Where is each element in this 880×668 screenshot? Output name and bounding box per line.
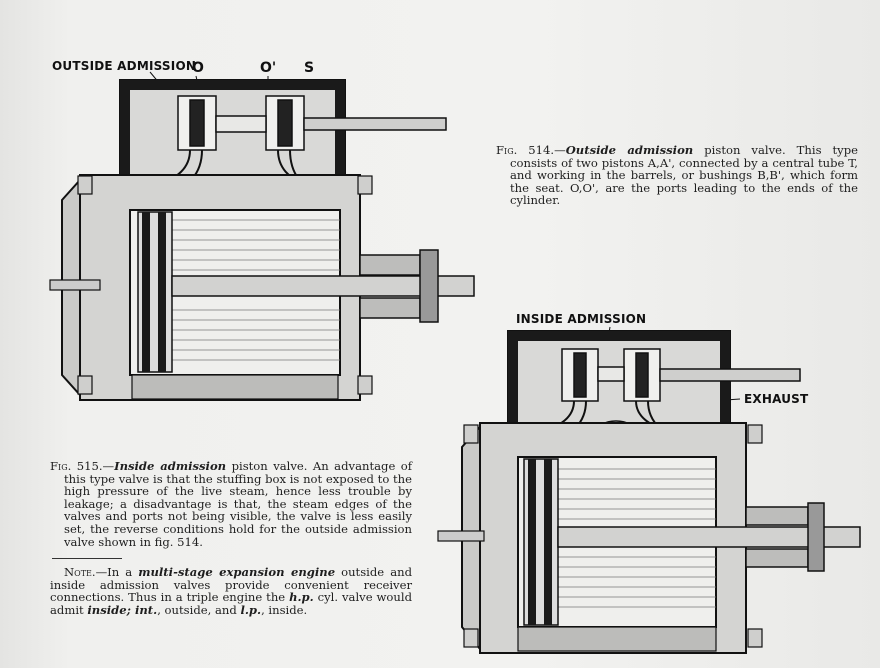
note-text-2: outside and inside admission valves prov… [50, 565, 412, 605]
label-exhaust: EXHAUST [744, 392, 809, 406]
fig-514-diagram: OUTSIDE ADMISSION O O' S A A' B B' [49, 59, 475, 401]
label-outside-admission: OUTSIDE ADMISSION [52, 59, 196, 73]
note-text-5: , inside. [261, 602, 308, 617]
fig-515-title: Inside admission [114, 459, 227, 473]
fig-514-title: Outside admission [565, 143, 694, 157]
note-emph-3: inside; int. [87, 602, 158, 617]
fig-515-diagram: INSIDE ADMISSION EXHAUST [437, 312, 861, 654]
fig-515-caption: Fig. 515.—Inside admission piston valve.… [50, 460, 412, 548]
label-o-prime: O' [260, 60, 276, 76]
note-text-1: —In a [95, 565, 139, 579]
label-o: O [192, 60, 204, 76]
note-label: Note. [64, 565, 96, 579]
label-inside-admission: INSIDE ADMISSION [516, 312, 646, 326]
fig-515-text: piston valve. An advantage of this type … [64, 459, 413, 549]
note-paragraph: Note.—In a multi-stage expansion engine … [50, 566, 412, 616]
note-text-4: , outside, and [157, 602, 241, 617]
fig-514-text: piston valve. This type consists of two … [510, 143, 859, 208]
fig-514-number: Fig. 514.— [496, 143, 566, 157]
label-s: S [304, 60, 314, 76]
note-emph-2: h.p. [289, 590, 314, 605]
fig-515-number: Fig. 515.— [50, 459, 115, 473]
note-divider [52, 558, 122, 559]
note-emph-4: l.p. [240, 602, 262, 617]
note-emph-1: multi-stage expansion engine [138, 565, 336, 579]
fig-514-caption: Fig. 514.—Outside admission piston valve… [496, 144, 858, 207]
note-text-3: cyl. valve would admit [50, 590, 413, 617]
